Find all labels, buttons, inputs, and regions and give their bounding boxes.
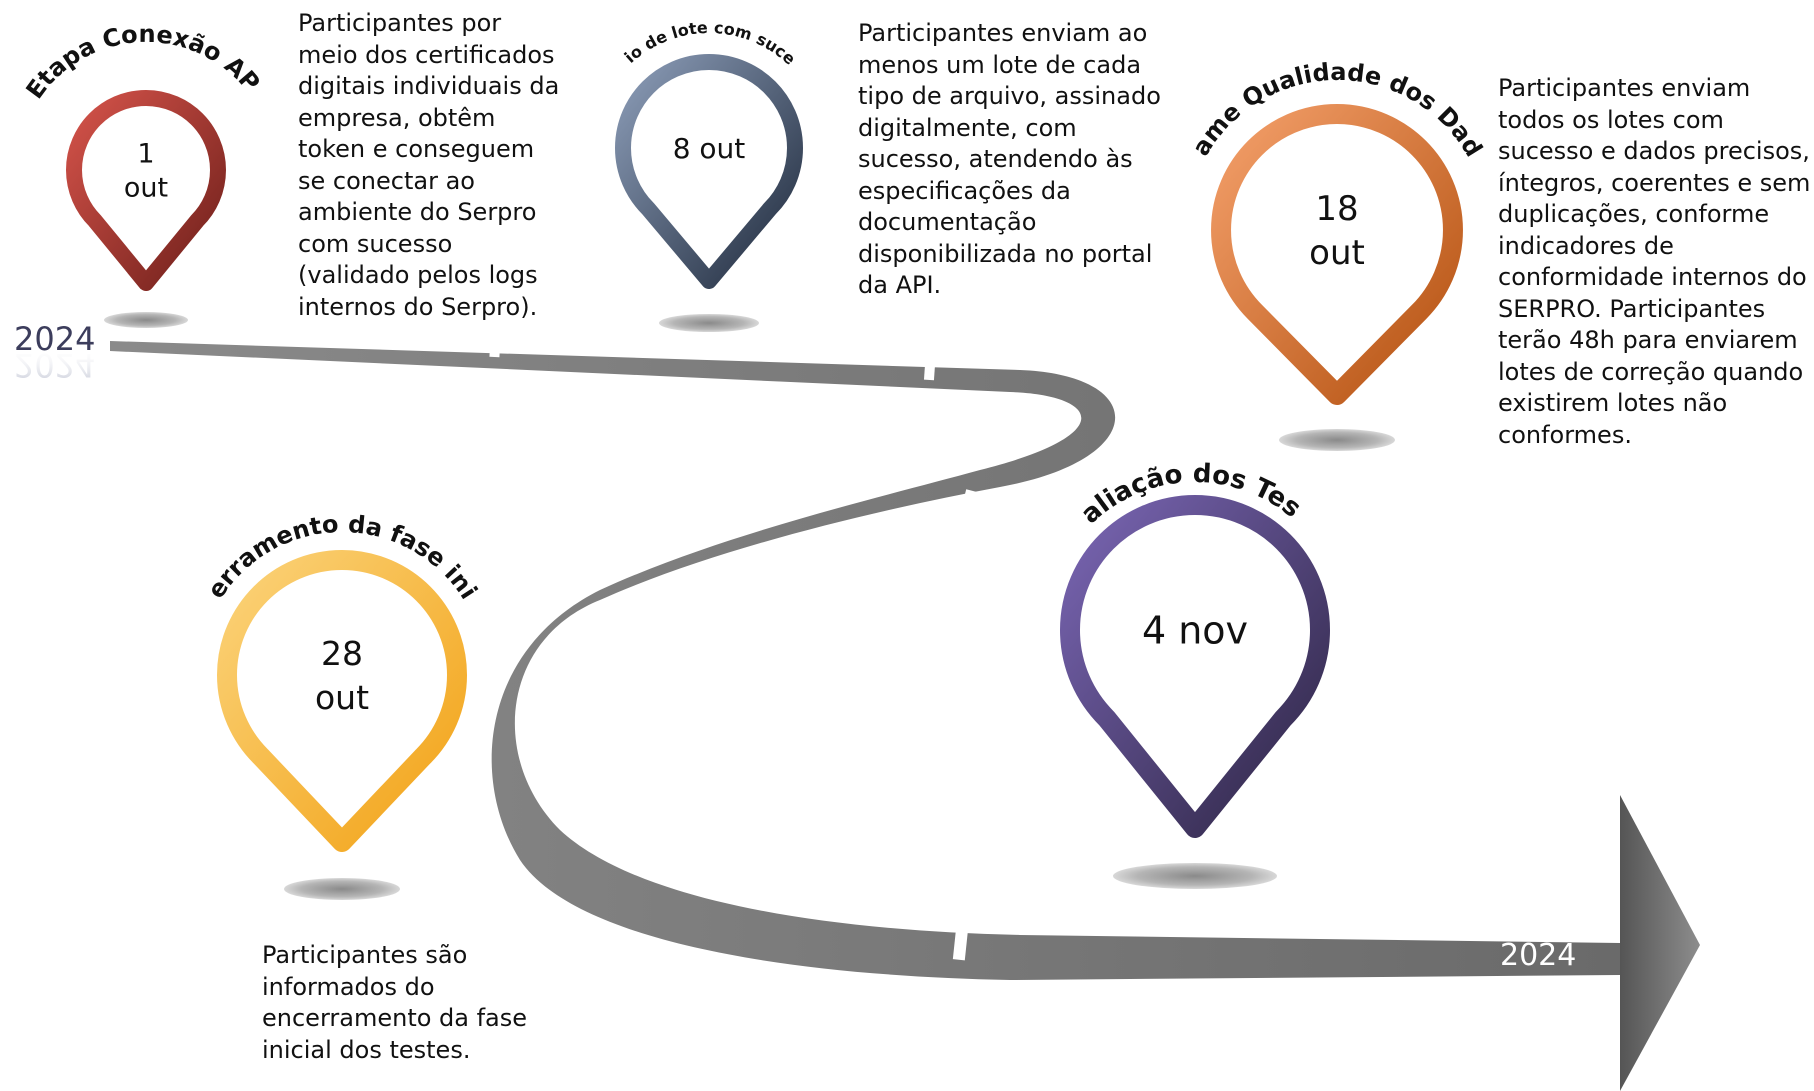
description-line: disponibilizada no portal	[858, 239, 1153, 268]
year-label: 2024	[1500, 938, 1576, 973]
description-line: da API.	[858, 271, 942, 299]
milestone-date: out	[124, 173, 168, 204]
description-line: menos um lote de cada	[858, 50, 1142, 79]
year-label: 2024	[14, 320, 95, 358]
description-line: Participantes enviam	[1498, 74, 1751, 102]
description-line: duplicações, conforme	[1498, 200, 1770, 228]
description-line: sucesso e dados precisos,	[1498, 137, 1810, 165]
milestone-date: out	[315, 678, 369, 717]
description-line: inicial dos testes.	[262, 1035, 471, 1064]
description-line: informados do	[262, 972, 435, 1001]
milestone-title: Etapa Conexão API	[0, 0, 265, 104]
milestone-envio-de-lote: 8 out	[615, 54, 803, 332]
pin-shadow	[104, 312, 188, 328]
description-line: conformidade internos do	[1498, 263, 1807, 291]
pin-shadow	[1113, 863, 1277, 889]
milestone-avaliacao-dos-testes: 4 nov	[1060, 495, 1330, 889]
milestone-date: 18	[1315, 189, 1358, 229]
description-line: terão 48h para enviarem	[1498, 326, 1798, 354]
pin-shadow	[284, 878, 400, 900]
pin-shadow	[659, 314, 759, 332]
milestone-encerramento: 28 out	[217, 550, 467, 900]
description-line: Participantes são	[262, 941, 468, 969]
description-line: ambiente do Serpro	[298, 198, 537, 226]
milestone-date: 1	[137, 139, 154, 170]
milestone-date: out	[1309, 233, 1365, 273]
description-line: documentação	[858, 208, 1037, 236]
description-line: sucesso, atendendo às	[858, 145, 1133, 173]
description-exame-qualidade: Participantes enviam todos os lotes com su…	[1498, 73, 1810, 451]
description-line: digitalmente, com	[858, 113, 1077, 142]
description-line: (validado pelos logs	[298, 261, 538, 289]
description-line: tipo de arquivo, assinado	[858, 82, 1161, 110]
description-line: meio dos certificados	[298, 40, 555, 69]
milestone-date: 8 out	[673, 132, 746, 165]
pin-shadow	[1279, 429, 1395, 451]
map-pin-icon	[66, 89, 226, 291]
map-pin-icon	[217, 550, 467, 852]
description-line: existirem lotes não	[1498, 389, 1728, 417]
description-line: especificações da	[858, 176, 1071, 205]
map-pin-icon	[615, 54, 803, 289]
milestone-date: 4 nov	[1142, 609, 1248, 653]
description-line: SERPRO. Participantes	[1498, 294, 1766, 323]
description-envio-de-lote: Participantes enviam ao menos um lote de …	[858, 18, 1161, 302]
year-label: 2024	[1014, 479, 1088, 519]
description-line: íntegros, coerentes e sem	[1498, 168, 1811, 197]
description-line: indicadores de	[1498, 231, 1674, 260]
description-line: digitais individuais da	[298, 72, 560, 100]
description-line: encerramento da fase	[262, 1004, 528, 1032]
description-encerramento: Participantes são informados do encerramen…	[262, 940, 527, 1066]
description-line: com sucesso	[298, 229, 453, 258]
description-line: token e conseguem	[298, 135, 535, 163]
description-line: conformes.	[1498, 420, 1632, 449]
timeline-arrowhead	[1620, 795, 1700, 1091]
description-line: internos do Serpro).	[298, 292, 538, 321]
year-label-reflection: 2024	[14, 346, 95, 384]
description-line: empresa, obtêm	[298, 103, 496, 132]
map-pin-icon	[1211, 104, 1463, 405]
timeline-road	[110, 334, 1700, 1091]
description-line: todos os lotes com	[1498, 105, 1724, 134]
description-line: Participantes por	[298, 9, 502, 37]
description-etapa-conexao-api: Participantes por meio dos certificados di…	[298, 8, 559, 323]
description-line: Participantes enviam ao	[858, 19, 1148, 47]
description-line: lotes de correção quando	[1498, 357, 1804, 386]
map-pin-icon	[1060, 495, 1330, 838]
description-line: se conectar ao	[298, 166, 475, 195]
milestone-date: 28	[321, 634, 363, 673]
